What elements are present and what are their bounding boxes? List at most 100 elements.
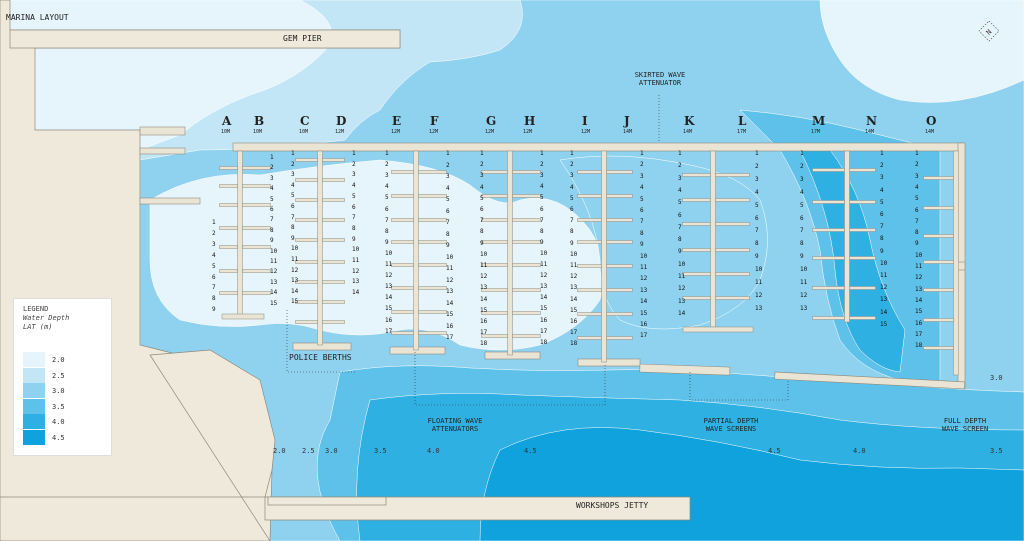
berth-number: 1 bbox=[480, 150, 484, 157]
pier-end-pontoon bbox=[221, 313, 265, 320]
berth-number: 10 bbox=[915, 251, 923, 259]
berth-number: 10 bbox=[678, 260, 686, 268]
finger-pontoon bbox=[418, 194, 447, 198]
finger-pontoon bbox=[322, 158, 345, 162]
berth-number: 9 bbox=[446, 242, 450, 249]
berth-number: 9 bbox=[352, 235, 356, 243]
berth-number: 4 bbox=[800, 188, 804, 196]
legend-swatch bbox=[23, 383, 45, 398]
berth-number: 3 bbox=[385, 172, 389, 180]
berth-number: 4 bbox=[291, 181, 295, 189]
berth-number: 3 bbox=[540, 172, 544, 180]
finger-pontoon bbox=[242, 291, 271, 295]
berth-number: 7 bbox=[270, 216, 274, 224]
berth-number: 1 bbox=[570, 150, 574, 157]
berth-number: 9 bbox=[915, 240, 919, 248]
berth-number: 17 bbox=[640, 332, 648, 340]
finger-pontoon bbox=[682, 198, 711, 202]
finger-pontoon bbox=[242, 245, 271, 249]
berth-number: 7 bbox=[800, 227, 804, 235]
berth-number: 14 bbox=[291, 287, 299, 295]
berth-number: 7 bbox=[640, 218, 644, 226]
pier-d-label: D bbox=[336, 114, 347, 128]
berth-number: 4 bbox=[915, 183, 919, 191]
finger-pontoon bbox=[295, 198, 318, 202]
berth-number: 15 bbox=[640, 309, 648, 317]
berth-number: 12 bbox=[291, 266, 299, 274]
finger-pontoon bbox=[682, 272, 711, 276]
pier-e-label: E bbox=[392, 114, 402, 128]
berth-number: 14 bbox=[385, 294, 393, 302]
legend-title: LEGEND bbox=[23, 305, 49, 313]
berth-number: 6 bbox=[446, 207, 450, 215]
pier-l-width: 17M bbox=[737, 129, 747, 135]
berth-number: 11 bbox=[291, 256, 299, 263]
finger-pontoon bbox=[577, 240, 602, 244]
berth-number: 4 bbox=[385, 183, 389, 191]
berth-number: 3 bbox=[570, 172, 574, 180]
berth-number: 6 bbox=[755, 214, 759, 222]
finger-pontoon bbox=[512, 218, 541, 222]
berth-number: 1 bbox=[352, 150, 356, 157]
finger-pontoon bbox=[682, 222, 711, 226]
berth-number: 13 bbox=[570, 284, 578, 292]
berth-number: 3 bbox=[480, 172, 484, 180]
depth-contour-label: 3.5 bbox=[990, 447, 1003, 455]
berth-number: 9 bbox=[385, 238, 389, 246]
partial-screens-label: PARTIAL DEPTH WAVE SCREENS bbox=[703, 417, 759, 433]
finger-pontoon bbox=[219, 203, 238, 207]
finger-pontoon bbox=[418, 263, 447, 267]
finger-pontoon bbox=[322, 218, 345, 222]
finger-pontoon bbox=[322, 260, 345, 264]
legend-swatch bbox=[23, 367, 45, 383]
berth-number: 5 bbox=[678, 199, 682, 207]
finger-pontoon bbox=[812, 228, 845, 232]
berth-number: 1 bbox=[540, 150, 544, 157]
depth-contour-label: 2.0 bbox=[273, 447, 286, 455]
berth-number: 9 bbox=[755, 253, 759, 261]
legend-subtitle-2: LAT (m) bbox=[23, 323, 53, 331]
pier-h-label: H bbox=[524, 114, 536, 128]
berth-number: 7 bbox=[755, 227, 759, 235]
finger-pontoon bbox=[418, 240, 447, 244]
legend-swatch-label: 2.0 bbox=[52, 356, 65, 364]
finger-pontoon bbox=[923, 288, 954, 292]
berth-number: 17 bbox=[446, 334, 454, 341]
finger-pontoon bbox=[295, 158, 318, 162]
pier-stem bbox=[710, 150, 716, 328]
berth-number: 15 bbox=[291, 298, 299, 306]
berth-number: 9 bbox=[291, 234, 295, 242]
berth-number: 1 bbox=[640, 150, 644, 157]
finger-pontoon bbox=[812, 200, 845, 204]
police-berths-label: POLICE BERTHS bbox=[289, 353, 352, 362]
berth-number: 16 bbox=[446, 322, 454, 330]
legend-swatch bbox=[23, 429, 45, 445]
berth-number: 3 bbox=[446, 173, 450, 180]
finger-pontoon bbox=[219, 166, 238, 170]
berth-number: 6 bbox=[915, 206, 919, 214]
berth-number: 5 bbox=[640, 195, 644, 203]
berth-number: 1 bbox=[212, 219, 216, 226]
berth-number: 13 bbox=[915, 285, 923, 293]
pier-c-width: 10M bbox=[299, 129, 309, 135]
berth-number: 13 bbox=[540, 283, 548, 291]
berth-number: 12 bbox=[640, 275, 648, 283]
berth-number: 5 bbox=[880, 198, 884, 206]
berth-number: 12 bbox=[446, 276, 454, 284]
floating-attenuators-label: FLOATING WAVE ATTENUATORS bbox=[427, 417, 483, 433]
berth-number: 6 bbox=[640, 207, 644, 214]
berth-number: 11 bbox=[755, 279, 763, 286]
finger-pontoon bbox=[481, 263, 508, 267]
berth-number: 3 bbox=[678, 174, 682, 182]
berth-number: 8 bbox=[800, 240, 804, 248]
berth-number: 10 bbox=[352, 246, 360, 254]
berth-number: 11 bbox=[385, 261, 393, 268]
finger-pontoon bbox=[295, 260, 318, 264]
finger-pontoon bbox=[418, 170, 447, 174]
berth-number: 15 bbox=[915, 308, 923, 316]
berth-number: 5 bbox=[540, 194, 544, 202]
berth-number: 1 bbox=[800, 150, 804, 157]
finger-pontoon bbox=[242, 226, 271, 230]
berth-number: 8 bbox=[915, 229, 919, 237]
